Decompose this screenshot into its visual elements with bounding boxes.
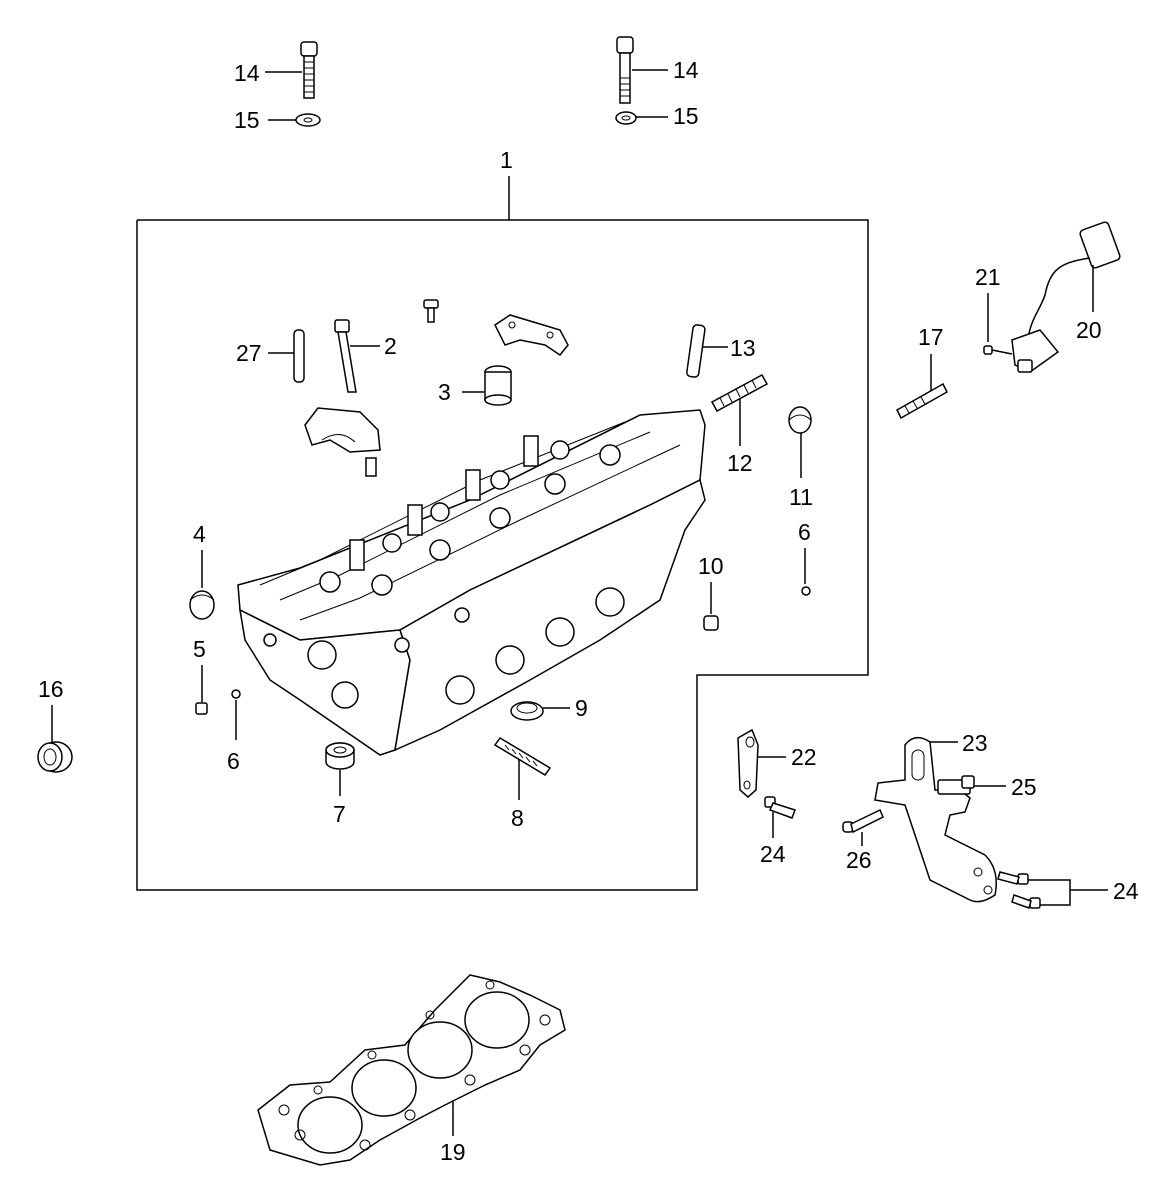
- label-10: 10: [698, 553, 724, 579]
- assembly-frame: [136, 219, 869, 891]
- label-4: 4: [193, 521, 206, 547]
- label-5: 5: [193, 636, 206, 662]
- label-25: 25: [1011, 774, 1037, 800]
- washer-left-icon: [295, 113, 321, 127]
- label-11: 11: [789, 484, 813, 510]
- cam-bolt-icon: [334, 319, 357, 393]
- label-7: 7: [333, 801, 346, 827]
- ball-6b-icon: [801, 586, 811, 596]
- label-17: 17: [918, 324, 944, 350]
- bracket-23-icon: [874, 736, 997, 903]
- label-14a: 14: [234, 60, 260, 86]
- plug-5-icon: [195, 702, 208, 715]
- washer-right-icon: [615, 111, 637, 125]
- cam-cap-top-icon: [494, 314, 569, 357]
- seal-16-icon: [37, 741, 73, 773]
- bolt-21-icon: [983, 345, 1013, 355]
- stud-17-icon: [896, 382, 948, 420]
- label-15b: 15: [673, 103, 699, 129]
- seal-7-icon: [325, 742, 355, 770]
- label-2: 2: [384, 333, 397, 359]
- bolt-right-icon: [616, 36, 634, 104]
- bracket-22-icon: [737, 728, 759, 798]
- bolt-24b-icon: [997, 871, 1041, 909]
- head-gasket-icon: [257, 974, 566, 1166]
- label-24a: 24: [760, 841, 786, 867]
- stud-8-icon: [493, 737, 552, 776]
- label-1: 1: [500, 147, 513, 173]
- leader-24b-bracket: [1028, 879, 1071, 906]
- lifter-icon: [484, 365, 512, 406]
- label-21: 21: [975, 264, 1001, 290]
- label-22: 22: [791, 744, 817, 770]
- label-6a: 6: [227, 748, 240, 774]
- bolt-left-icon: [300, 41, 318, 99]
- cam-cap-icon: [304, 407, 381, 477]
- sensor-20-icon: [1011, 221, 1121, 373]
- label-14b: 14: [673, 57, 699, 83]
- dowel-pin-27-icon: [293, 329, 305, 383]
- bolt-24a-icon: [764, 796, 796, 819]
- plug-10-icon: [703, 615, 719, 631]
- label-13: 13: [730, 335, 756, 361]
- label-19: 19: [440, 1139, 466, 1165]
- label-15a: 15: [234, 107, 260, 133]
- label-9: 9: [575, 695, 588, 721]
- pin-13-icon: [686, 324, 706, 378]
- label-23: 23: [962, 730, 988, 756]
- plug-11-icon: [788, 406, 812, 434]
- ring-9-icon: [510, 701, 544, 721]
- label-24b: 24: [1113, 878, 1139, 904]
- cylinder-head-icon: [237, 409, 706, 756]
- plug-4-icon: [189, 590, 215, 620]
- ball-6a-icon: [231, 689, 241, 699]
- screw-26-icon: [842, 808, 884, 834]
- label-27: 27: [236, 340, 262, 366]
- label-12: 12: [727, 450, 753, 476]
- small-bolt-icon: [423, 299, 439, 323]
- stud-12-icon: [710, 373, 769, 413]
- label-8: 8: [511, 805, 524, 831]
- label-16: 16: [38, 676, 64, 702]
- label-20: 20: [1076, 317, 1102, 343]
- label-6b: 6: [798, 519, 811, 545]
- label-26: 26: [846, 847, 872, 873]
- label-3: 3: [438, 379, 451, 405]
